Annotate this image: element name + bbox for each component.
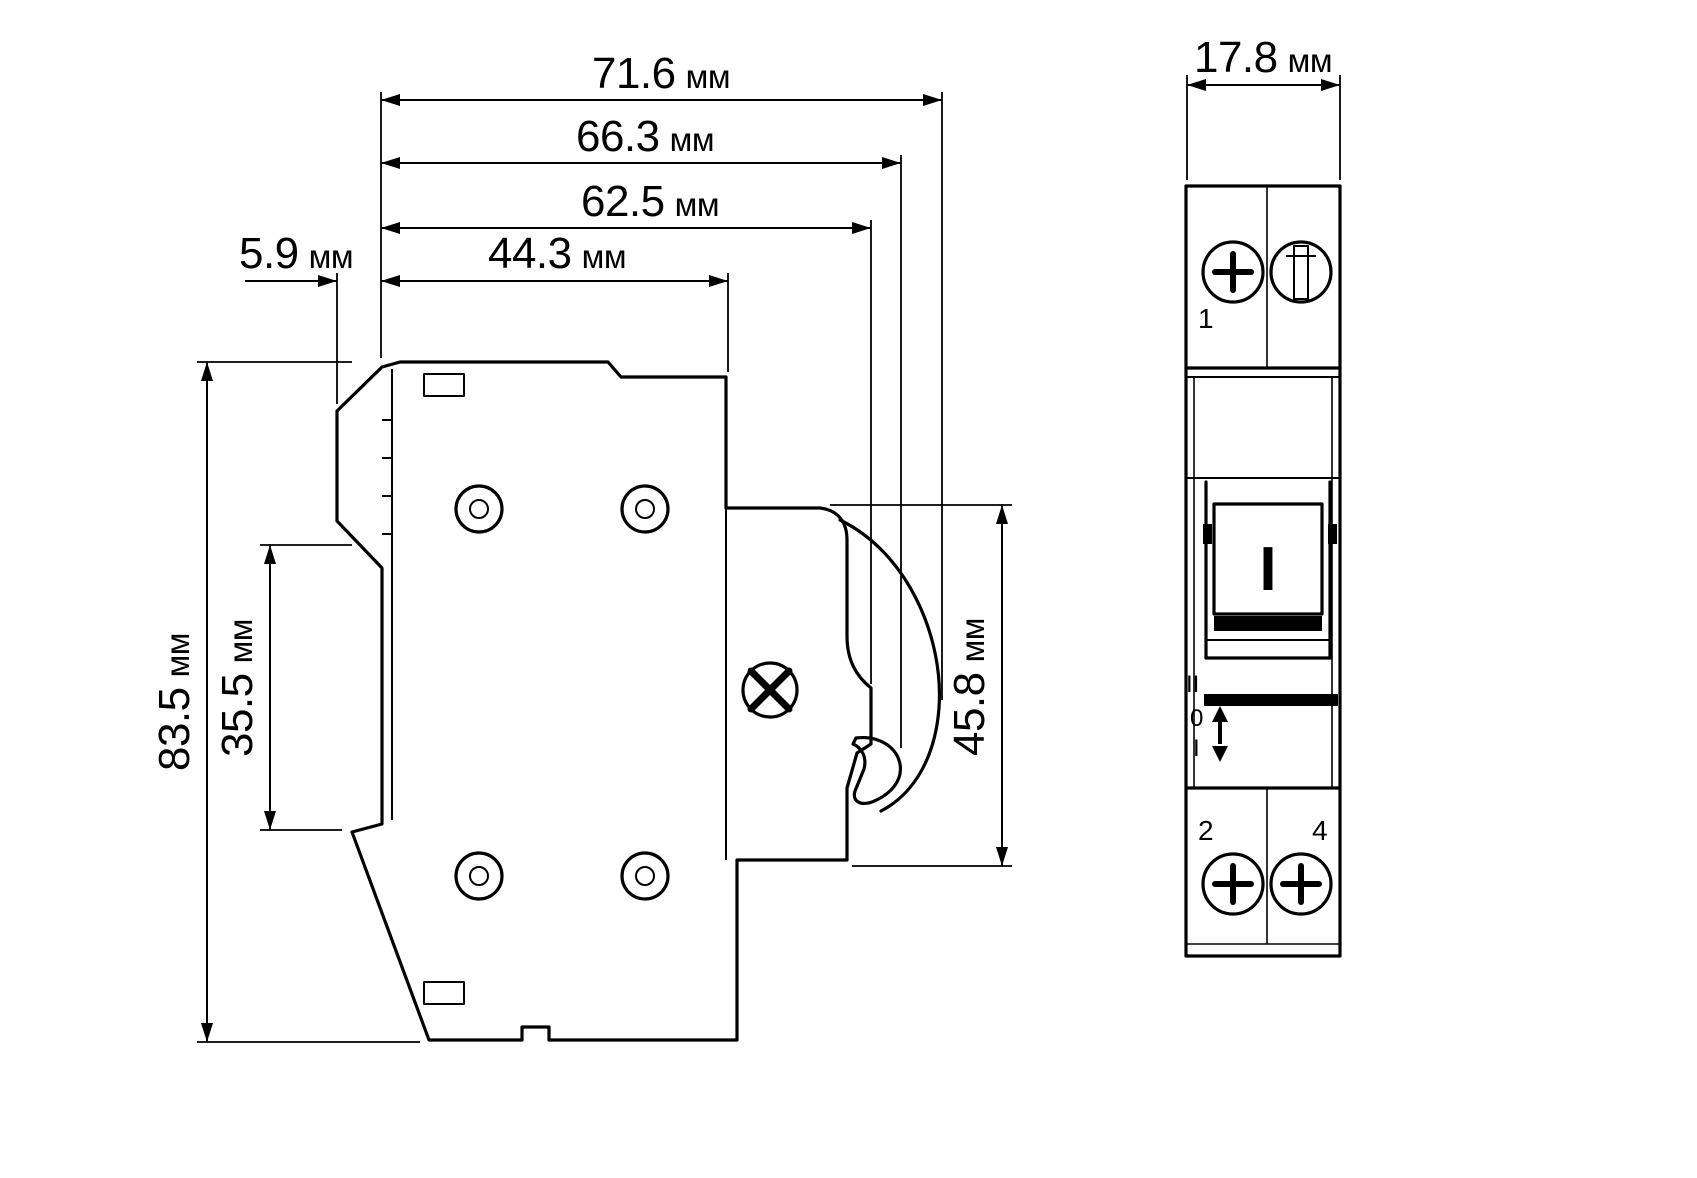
top-terminal: 1	[1198, 240, 1333, 334]
rivet-outer	[454, 851, 504, 901]
bottom-terminal: 2 4	[1198, 815, 1333, 916]
toggle-switch: I	[1203, 480, 1337, 660]
dim-35-5: 35.5мм	[213, 544, 352, 831]
toggle-latch-mark	[1328, 524, 1337, 544]
rivet-inner	[635, 866, 655, 886]
dim-45-8: 45.8мм	[830, 504, 1012, 867]
din-clip-spring-curve	[838, 518, 942, 813]
arrow-up	[1212, 706, 1228, 722]
toggle-dark-band	[1214, 616, 1322, 631]
rivets	[454, 484, 670, 901]
rivet-outer	[454, 484, 504, 534]
screw-cross-line	[747, 667, 793, 713]
rivet-outer	[620, 484, 670, 534]
breaker-side-outline	[335, 360, 873, 1042]
arrow-down	[1212, 746, 1228, 762]
breaker-front-outline	[1184, 184, 1342, 958]
terminal-label-1: 1	[1198, 303, 1214, 334]
toggle-knob	[1212, 502, 1324, 616]
phillips-screw-icon	[1201, 240, 1265, 304]
position-bar	[1204, 694, 1338, 706]
bottom-vent-hole	[423, 981, 465, 1005]
screw-slot	[1293, 245, 1309, 300]
dim-45-8-label: 45.8мм	[945, 618, 994, 756]
terminal-label-4: 4	[1312, 815, 1328, 846]
terminal-label-2: 2	[1198, 815, 1214, 846]
position-label-II: II	[1186, 671, 1199, 698]
toggle-knob-marking: I	[1259, 535, 1276, 604]
screw-head	[741, 661, 799, 719]
position-label-0: 0	[1190, 705, 1203, 732]
dim-35-5-label: 35.5мм	[213, 619, 262, 757]
phillips-screw-icon	[1201, 852, 1265, 916]
rivet-inner	[469, 499, 489, 519]
up-down-arrow-icon	[1212, 706, 1228, 762]
din-clip-hook	[851, 736, 902, 805]
position-label-I: I	[1193, 735, 1200, 762]
rivet-outer	[620, 851, 670, 901]
assembly-screw-icon	[741, 661, 799, 719]
top-vent-hole	[423, 373, 465, 397]
position-indicator: II 0 I	[1186, 671, 1338, 762]
side-view	[335, 360, 942, 1042]
slotted-screw-icon	[1269, 240, 1333, 304]
phillips-screw-icon	[1269, 852, 1333, 916]
front-view: 1 I II 0 I 2	[1184, 184, 1342, 958]
dim-83-5-label: 83.5мм	[150, 633, 199, 771]
rivet-inner	[469, 866, 489, 886]
rivet-inner	[635, 499, 655, 519]
toggle-latch-mark	[1203, 524, 1212, 544]
dim-83-5: 83.5мм	[150, 361, 420, 1043]
